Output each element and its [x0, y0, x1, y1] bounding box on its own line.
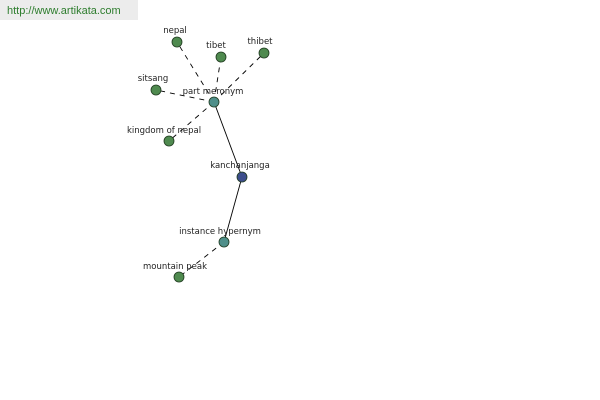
node-part-meronym-dot[interactable] — [208, 96, 220, 108]
node-kingdom-of-nepal-label: kingdom of nepal — [127, 126, 201, 136]
node-sitsang[interactable]: sitsang — [138, 74, 169, 96]
node-tibet-label: tibet — [206, 41, 226, 51]
node-kingdom-of-nepal-dot[interactable] — [163, 135, 175, 147]
node-kanchanjanga-dot[interactable] — [236, 171, 248, 183]
node-instance-hypernym-label: instance hypernym — [179, 227, 261, 237]
node-tibet-dot[interactable] — [215, 51, 227, 63]
edges-layer — [155, 41, 265, 278]
edge-kanchanjanga-to-instance-hypernym — [223, 176, 243, 243]
node-part-meronym-label: part meronym — [183, 87, 244, 97]
node-part-meronym[interactable]: part meronym — [183, 87, 244, 108]
node-nepal[interactable]: nepal — [163, 26, 187, 48]
node-thibet-label: thibet — [247, 37, 273, 47]
node-nepal-dot[interactable] — [171, 36, 183, 48]
edge-part-meronym-to-tibet — [213, 56, 222, 103]
nodes-layer: nepal tibet thibet sitsang part meronym kingd… — [127, 26, 273, 283]
node-kanchanjanga-label: kanchanjanga — [210, 161, 270, 171]
node-mountain-peak[interactable]: mountain peak — [143, 262, 207, 283]
node-instance-hypernym[interactable]: instance hypernym — [179, 227, 261, 248]
site-url-text[interactable]: http://www.artikata.com — [7, 5, 121, 17]
node-sitsang-dot[interactable] — [150, 84, 162, 96]
edge-part-meronym-to-kanchanjanga — [213, 101, 243, 178]
edge-part-meronym-to-thibet — [213, 52, 265, 103]
node-thibet[interactable]: thibet — [247, 37, 273, 59]
node-thibet-dot[interactable] — [258, 47, 270, 59]
node-mountain-peak-dot[interactable] — [173, 271, 185, 283]
node-tibet[interactable]: tibet — [206, 41, 227, 63]
site-url-banner[interactable]: http://www.artikata.com — [0, 0, 138, 20]
node-kanchanjanga[interactable]: kanchanjanga — [210, 161, 270, 183]
node-nepal-label: nepal — [163, 26, 187, 36]
node-sitsang-label: sitsang — [138, 74, 169, 84]
node-mountain-peak-label: mountain peak — [143, 262, 207, 272]
node-instance-hypernym-dot[interactable] — [218, 236, 230, 248]
edge-part-meronym-to-nepal — [176, 41, 215, 103]
node-kingdom-of-nepal[interactable]: kingdom of nepal — [127, 126, 201, 147]
